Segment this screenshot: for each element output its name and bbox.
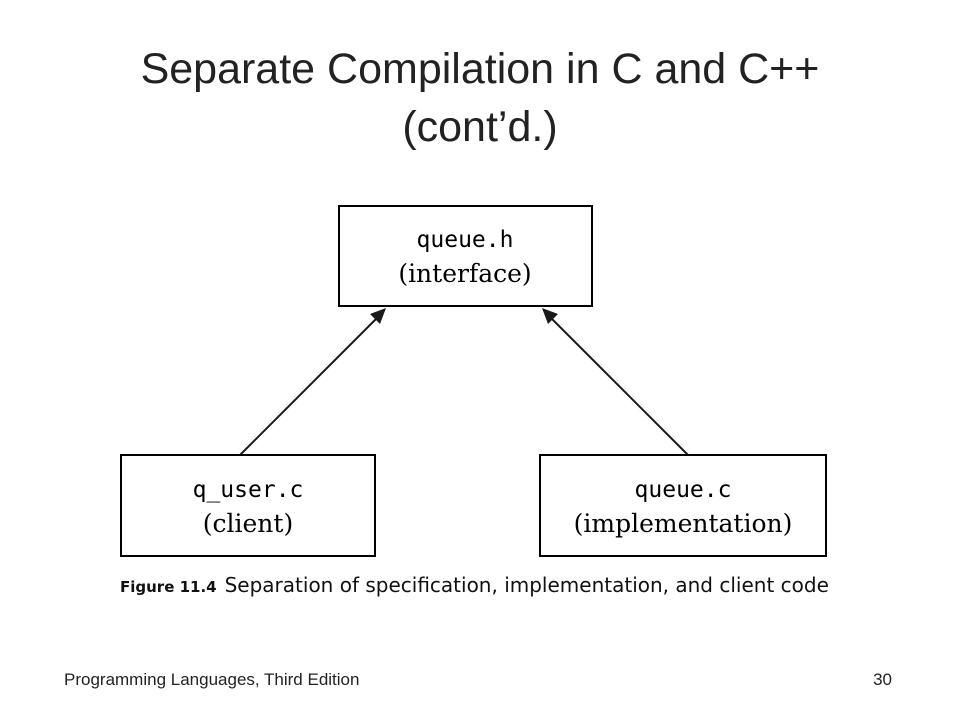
figure-caption: Figure 11.4 Separation of specification, …	[120, 573, 829, 597]
figure-number: Figure 11.4	[120, 578, 217, 596]
node-queue-c-filename: queue.c	[635, 477, 732, 503]
edge-implementation-to-interface-line	[549, 316, 689, 456]
edge-implementation-to-interface	[542, 308, 689, 456]
figure-caption-text: Separation of specification, implementat…	[224, 573, 829, 597]
node-queue-h-filename: queue.h	[417, 227, 514, 253]
node-queue-h: queue.h (interface)	[338, 205, 593, 307]
edge-client-to-interface	[239, 308, 386, 456]
edge-implementation-to-interface-arrowhead	[542, 308, 558, 324]
slide-title: Separate Compilation in C and C++ (cont’…	[0, 40, 960, 156]
node-q-user-c-role: (client)	[203, 509, 293, 538]
node-queue-c-role: (implementation)	[574, 509, 793, 538]
node-queue-c-box	[539, 454, 827, 557]
node-queue-h-box	[338, 205, 593, 307]
node-queue-h-role: (interface)	[398, 259, 531, 288]
footer-book-title: Programming Languages, Third Edition	[64, 670, 360, 689]
edge-client-to-interface-line	[239, 316, 379, 456]
footer-page-number: 30	[873, 670, 892, 689]
node-q-user-c: q_user.c (client)	[120, 454, 376, 557]
slide-title-line-1: Separate Compilation in C and C++	[140, 45, 820, 93]
node-q-user-c-filename: q_user.c	[193, 477, 304, 503]
slide-title-line-2: (cont’d.)	[402, 103, 558, 151]
edge-client-to-interface-arrowhead	[370, 308, 386, 324]
node-q-user-c-box	[120, 454, 376, 557]
node-queue-c: queue.c (implementation)	[539, 454, 827, 557]
